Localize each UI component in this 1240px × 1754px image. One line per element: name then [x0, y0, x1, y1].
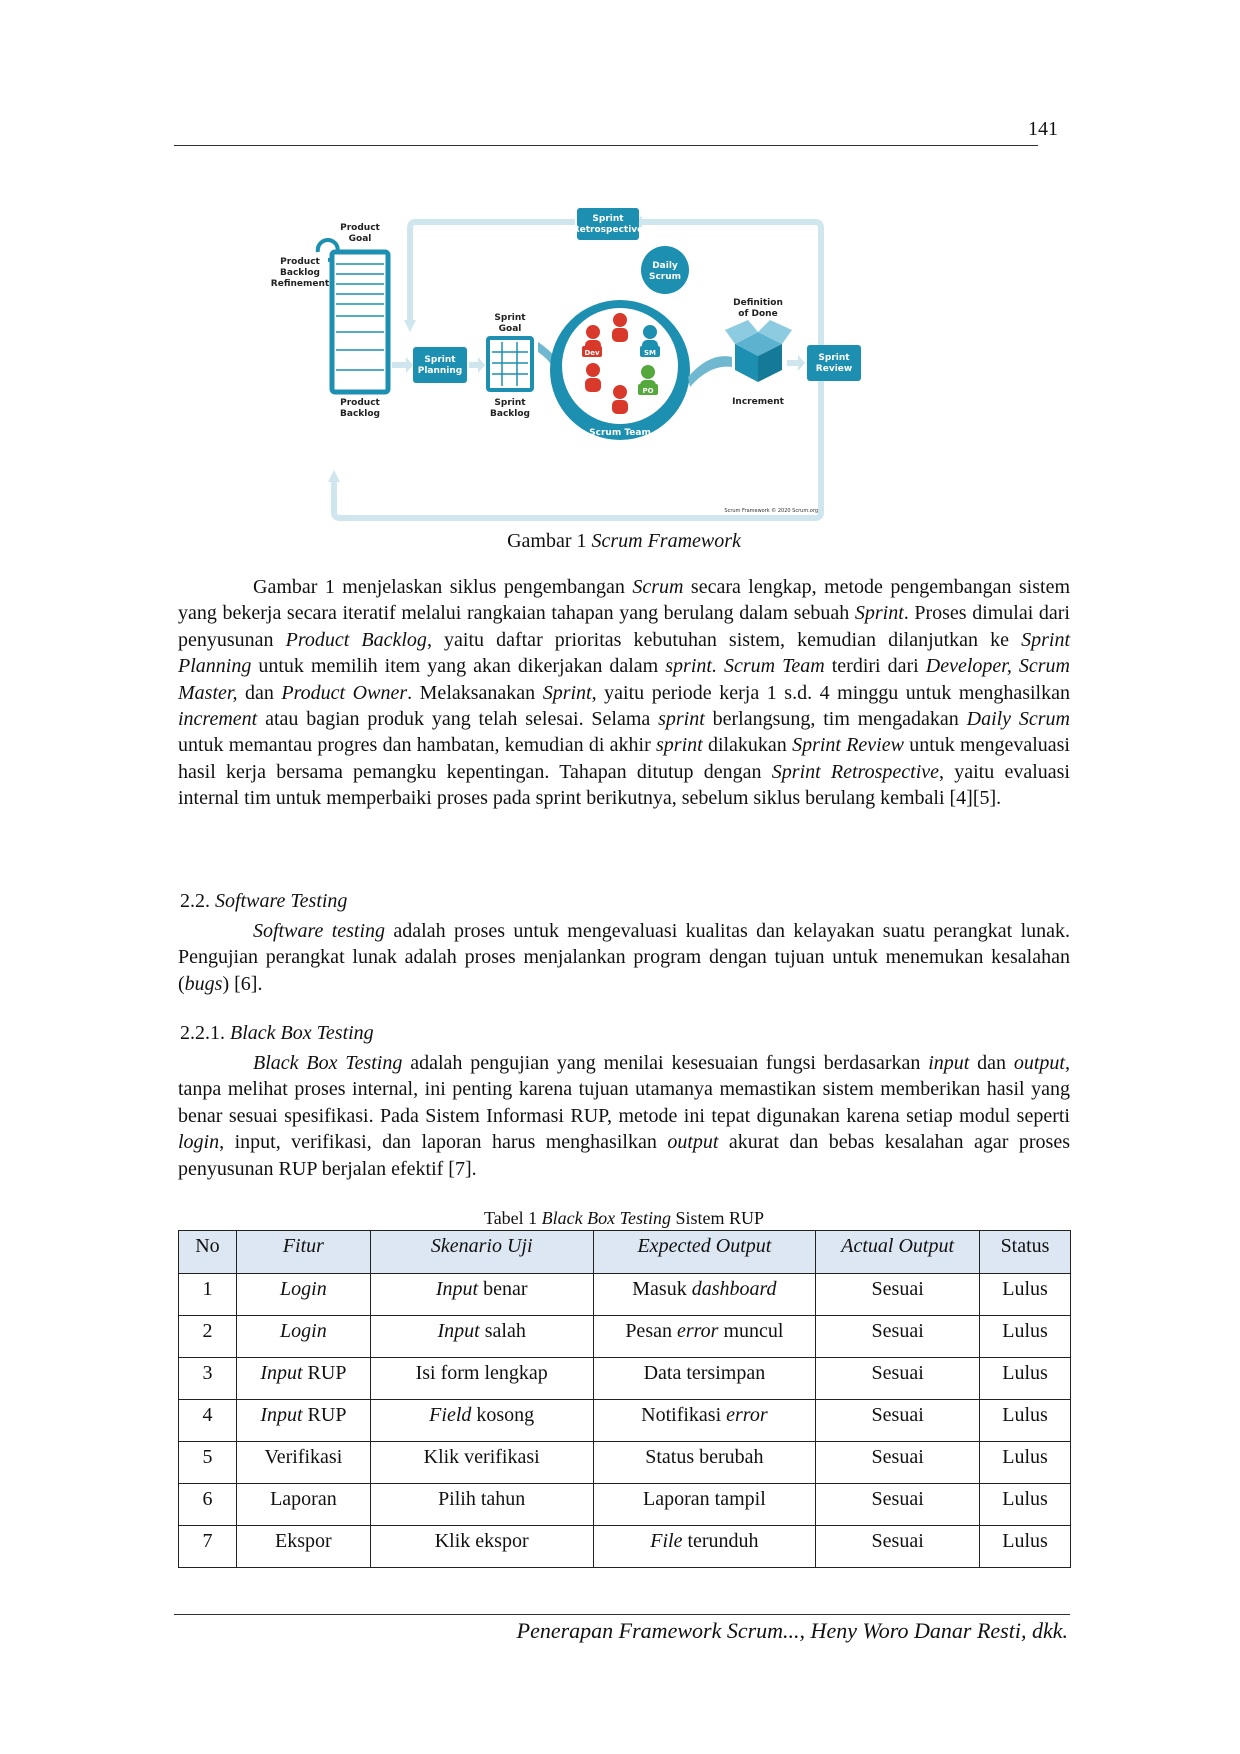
arrow-up-backlog	[328, 470, 340, 482]
developer-person-icons	[585, 313, 628, 414]
sprint-goal-label-2: Goal	[499, 324, 522, 334]
scrum-diagram-svg: Sprint Retrospective Product Goal Produc…	[271, 208, 861, 521]
table-row: 6 Laporan Pilih tahun Laporan tampil Ses…	[178, 1483, 1071, 1526]
outer-loop-top	[407, 219, 575, 322]
table-row: 7 Ekspor Klik ekspor File terunduh Sesua…	[178, 1525, 1071, 1568]
daily-scrum-label-1: Daily	[652, 261, 678, 271]
sprint-retrospective-box	[577, 208, 639, 240]
sprint-review-box	[807, 345, 861, 381]
table-row: 1 Login Input benar Masuk dashboard Sesu…	[178, 1273, 1071, 1316]
header-no: No	[178, 1230, 237, 1274]
sprint-review-label-2: Review	[816, 364, 852, 374]
increment-cube-icon	[725, 320, 792, 382]
sprint-backlog-label-1: Sprint	[494, 398, 526, 408]
table-row: 3 Input RUP Isi form lengkap Data tersim…	[178, 1357, 1071, 1400]
sprint-planning-label-1: Sprint	[424, 355, 456, 365]
sm-badge	[640, 346, 660, 357]
refinement-label-2: Backlog	[280, 268, 320, 278]
table-row: 5 Verifikasi Klik verifikasi Status beru…	[178, 1441, 1071, 1484]
refinement-label-1: Product	[280, 257, 320, 267]
running-footer: Penerapan Framework Scrum..., Heny Woro …	[516, 1618, 1068, 1643]
arrow-down-planning	[404, 320, 416, 332]
section-heading-black-box-testing: 2.2.1. Black Box Testing	[180, 1022, 374, 1044]
product-goal-label-2: Goal	[349, 234, 372, 244]
arrow-to-planning	[392, 357, 413, 373]
dev-label: Dev	[584, 349, 600, 357]
product-backlog-label-1: Product	[340, 398, 380, 408]
header-skenario: Skenario Uji	[369, 1230, 594, 1274]
sprint-planning-label-2: Planning	[418, 366, 463, 376]
daily-scrum-label-2: Scrum	[649, 272, 681, 282]
header-expected: Expected Output	[592, 1230, 817, 1274]
refinement-label-3: Refinement	[271, 279, 330, 289]
product-backlog-label-2: Backlog	[340, 409, 380, 419]
table-row: 2 Login Input salah Pesan error muncul S…	[178, 1315, 1071, 1358]
paragraph-scrum-description: Gambar 1 menjelaskan siklus pengembangan…	[178, 576, 1071, 810]
backlog-rows	[336, 263, 384, 371]
daily-scrum-bubble	[641, 246, 689, 294]
sm-label: SM	[644, 349, 656, 357]
sprint-backlog-grid	[486, 336, 534, 392]
product-backlog-column	[329, 249, 391, 395]
footer-rule	[174, 1614, 1070, 1615]
header-status: Status	[979, 1230, 1071, 1274]
table-caption: Tabel 1 Black Box Testing Sistem RUP	[483, 1208, 765, 1228]
table-header-row: No Fitur Skenario Uji Expected Output Ac…	[178, 1230, 1071, 1274]
header-fitur: Fitur	[235, 1230, 371, 1274]
retro-label-2: Retrospective	[573, 225, 644, 235]
arrow-to-review	[787, 355, 805, 371]
header-rule	[174, 145, 1038, 146]
header-actual: Actual Output	[815, 1230, 981, 1274]
figure-caption: Gambar 1 Scrum Framework	[507, 530, 741, 552]
page-number: 141	[1028, 118, 1058, 140]
paragraph-black-box-testing: Black Box Testing adalah pengujian yang …	[178, 1052, 1070, 1180]
dod-label-1: Definition	[733, 298, 783, 308]
dod-label-2: of Done	[738, 309, 777, 319]
sprint-goal-label-1: Sprint	[494, 313, 526, 323]
scrum-team-label: Scrum Team	[589, 428, 651, 438]
sprint-review-label-1: Sprint	[818, 353, 850, 363]
paragraph-software-testing: Software testing adalah proses untuk men…	[178, 920, 1070, 995]
arrow-to-sprint-backlog	[469, 357, 485, 373]
po-badge	[638, 384, 658, 395]
dev-badge	[582, 346, 602, 357]
scrum-framework-figure: Sprint Retrospective Product Goal Produc…	[270, 202, 960, 532]
black-box-testing-table: No Fitur Skenario Uji Expected Output Ac…	[178, 1230, 1071, 1568]
product-goal-label-1: Product	[340, 223, 380, 233]
outer-loop-top-right	[331, 219, 824, 521]
po-label: PO	[642, 387, 653, 395]
retro-label-1: Sprint	[592, 214, 624, 224]
table-row: 4 Input RUP Field kosong Notifikasi erro…	[178, 1399, 1071, 1442]
sprint-backlog-label-2: Backlog	[490, 409, 530, 419]
sprint-backlog-grid-lines	[492, 342, 528, 386]
section-heading-software-testing: 2.2. Software Testing	[180, 890, 348, 912]
sprint-planning-box	[413, 347, 467, 383]
figure-copyright: Scrum Framework © 2020 Scrum.org	[724, 507, 818, 514]
flow-out-team	[688, 356, 732, 387]
increment-label: Increment	[732, 397, 785, 407]
